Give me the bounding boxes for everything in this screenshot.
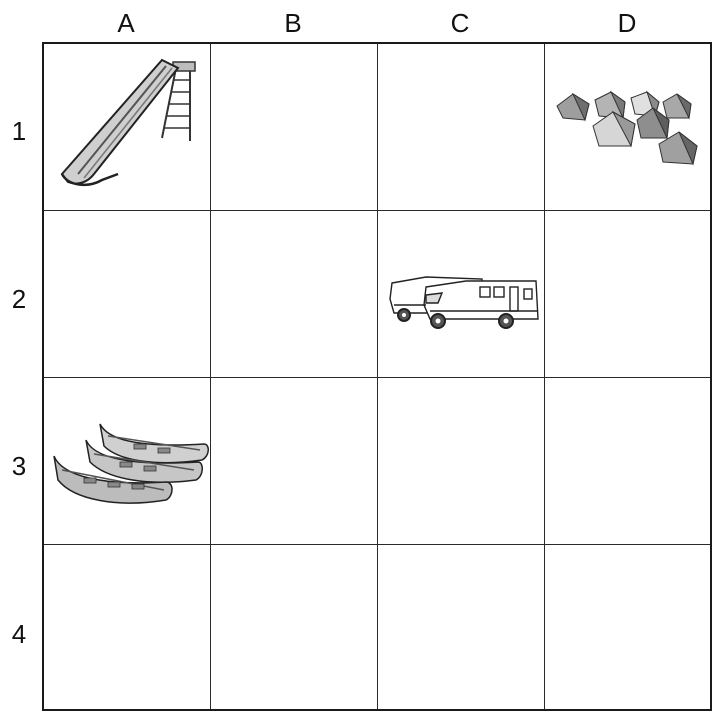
cell-a3 <box>44 378 211 545</box>
cell-c2 <box>378 211 545 378</box>
cell-c3 <box>378 378 545 545</box>
column-label-c: C <box>376 10 544 36</box>
slide-icon <box>58 56 198 191</box>
cell-b2 <box>211 211 378 378</box>
rv-icon <box>386 273 541 333</box>
cell-c1 <box>378 44 545 211</box>
map-grid <box>42 42 712 711</box>
cell-c4 <box>378 545 545 709</box>
row-label-3: 3 <box>6 453 32 479</box>
cell-b1 <box>211 44 378 211</box>
cell-a2 <box>44 211 211 378</box>
cell-b4 <box>211 545 378 709</box>
row-label-2: 2 <box>6 286 32 312</box>
cell-d3 <box>545 378 710 545</box>
column-label-b: B <box>209 10 377 36</box>
cell-b3 <box>211 378 378 545</box>
cell-d4 <box>545 545 710 709</box>
cell-a4 <box>44 545 211 709</box>
tents-icon <box>555 90 700 170</box>
cell-d1 <box>545 44 710 211</box>
row-label-1: 1 <box>6 118 32 144</box>
row-label-4: 4 <box>6 621 32 647</box>
canoes-icon <box>50 422 210 508</box>
cell-d2 <box>545 211 710 378</box>
column-label-a: A <box>42 10 210 36</box>
cell-a1 <box>44 44 211 211</box>
column-label-d: D <box>543 10 711 36</box>
